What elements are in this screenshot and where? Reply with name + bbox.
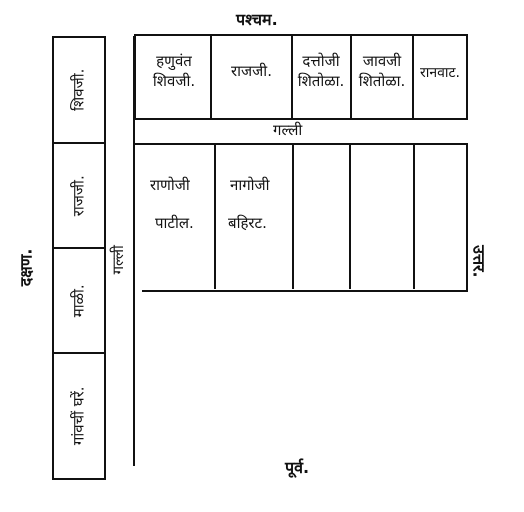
north-label: उत्तर.	[469, 245, 489, 278]
horizontal-lane-label: गल्ली	[273, 121, 303, 139]
top-cell-2: राजजी.	[231, 62, 272, 80]
east-label: पूर्व.	[285, 458, 310, 477]
lane-divider	[133, 36, 135, 466]
bottom-cell-2-line2: बहिरट.	[228, 214, 267, 232]
left-cell-rajaji: राजजी.	[69, 175, 88, 216]
left-cell-village-houses: गांवचीं घरें.	[69, 386, 88, 446]
bottom-cell-1-line1: राणोजी	[150, 176, 190, 194]
top-cell-5: रानवाट.	[419, 65, 461, 81]
left-cell-shivaji: शिवजी.	[69, 68, 88, 112]
top-cell-4: जावजीशितोळा.	[358, 52, 406, 90]
top-cell-3: दत्तोजीशितोळा.	[297, 52, 345, 90]
bottom-cell-2-line1: नागोजी	[230, 176, 270, 194]
vertical-lane-label: गल्ली	[109, 245, 128, 275]
left-cell-mali: माळी.	[69, 284, 88, 317]
south-label: दक्षण.	[16, 248, 36, 287]
west-label: पश्चम.	[236, 10, 278, 29]
bottom-cell-1-line2: पाटील.	[155, 214, 194, 232]
